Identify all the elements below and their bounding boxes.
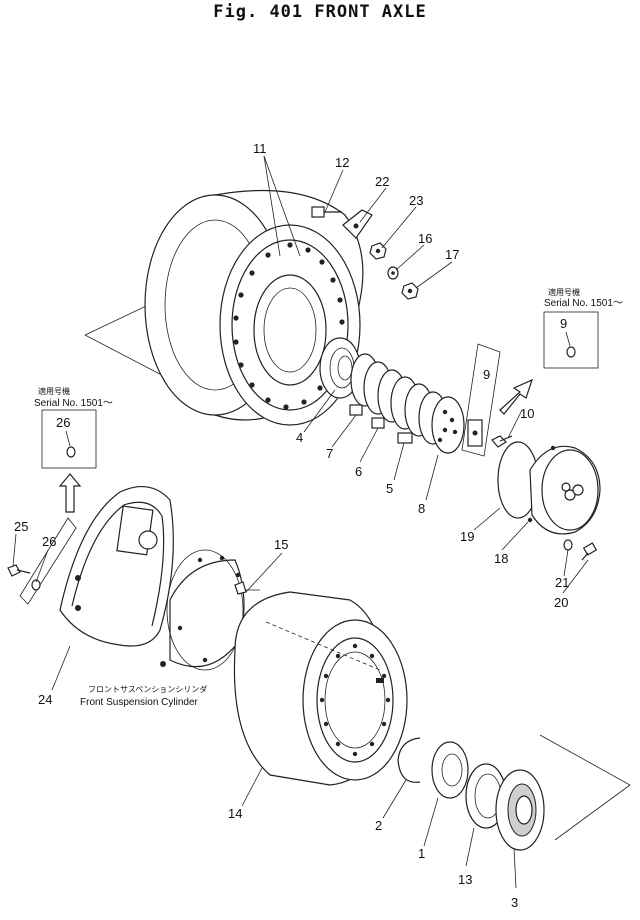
plate-9 <box>461 343 501 457</box>
callout-21: 21 <box>555 575 569 590</box>
callout-3: 3 <box>511 895 518 910</box>
disc-pack <box>349 353 465 454</box>
callout-23: 23 <box>409 193 423 208</box>
callout-10: 10 <box>520 406 534 421</box>
cover-18 <box>527 445 601 535</box>
bolt-10 <box>491 435 513 448</box>
washer-21 <box>563 539 573 551</box>
callout-13: 13 <box>458 872 472 887</box>
reference-lines-right <box>539 734 631 841</box>
callout-24: 24 <box>38 692 52 707</box>
callout-4: 4 <box>296 430 303 445</box>
brake-plate-24 <box>59 485 174 667</box>
arrow-left-up <box>58 473 82 513</box>
callout-22: 22 <box>375 174 389 189</box>
serial-box-left-part: 26 <box>56 415 70 430</box>
bolt-25 <box>7 564 31 577</box>
serial-box-left: 適用号機 Serial No. 1501～ 26 <box>34 386 113 469</box>
serial-box-right-jp: 適用号機 <box>548 287 580 297</box>
bearing-4 <box>319 337 361 399</box>
hub-14 <box>233 591 408 786</box>
callout-9: 9 <box>483 367 490 382</box>
leader-lines <box>12 155 589 889</box>
washer-26-panel <box>19 517 77 605</box>
nut-17 <box>401 282 419 300</box>
cylinder-note-en: Front Suspension Cylinder <box>80 697 199 708</box>
serial-box-right-serial: Serial No. 1501～ <box>544 298 623 309</box>
callout-17: 17 <box>445 247 459 262</box>
serial-box-left-serial: Serial No. 1501～ <box>34 398 113 409</box>
callout-19: 19 <box>460 529 474 544</box>
bolt-20 <box>581 542 598 561</box>
callout-18: 18 <box>494 551 508 566</box>
callout-26: 26 <box>42 534 56 549</box>
callout-2: 2 <box>375 818 382 833</box>
snap-ring-2 <box>397 737 421 783</box>
washer-16 <box>387 266 399 280</box>
callout-25: 25 <box>14 519 28 534</box>
bearing-3 <box>495 769 545 851</box>
callout-14: 14 <box>228 806 242 821</box>
callout-7: 7 <box>326 446 333 461</box>
callout-5: 5 <box>386 481 393 496</box>
figure-title: Fig. 401 FRONT AXLE <box>213 2 427 22</box>
serial-box-right-part: 9 <box>560 316 567 331</box>
serial-box-right: 適用号機 Serial No. 1501～ 9 <box>543 287 623 369</box>
bearing-cone-1 <box>431 741 469 799</box>
callout-labels: 11 12 22 23 16 17 9 10 4 7 6 5 8 19 18 2… <box>14 141 569 910</box>
callout-12: 12 <box>335 155 349 170</box>
callout-15: 15 <box>274 537 288 552</box>
callout-1: 1 <box>418 846 425 861</box>
callout-16: 16 <box>418 231 432 246</box>
tire-wheel-assembly <box>84 189 364 426</box>
callout-11: 11 <box>253 141 267 156</box>
nut-23 <box>369 242 387 260</box>
bolt-12 <box>311 206 342 218</box>
cylinder-note-jp: フロントサスペンションシリンダ <box>88 684 207 694</box>
callout-8: 8 <box>418 501 425 516</box>
callout-6: 6 <box>355 464 362 479</box>
arrow-right-up <box>499 378 533 415</box>
lock-plate-22 <box>342 209 373 239</box>
callout-20: 20 <box>554 595 568 610</box>
serial-box-left-jp: 適用号機 <box>38 386 70 396</box>
washer-26 <box>31 579 41 591</box>
